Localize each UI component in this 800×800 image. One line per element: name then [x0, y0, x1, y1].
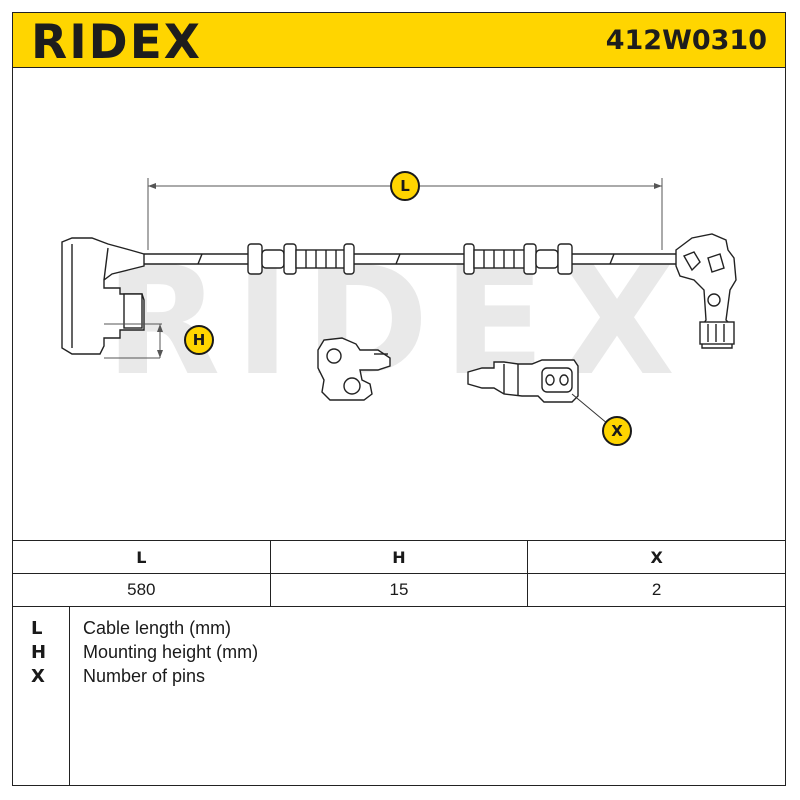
connector-detail	[467, 359, 609, 425]
value-h: 15	[269, 573, 529, 607]
legend-symbol: X	[31, 666, 45, 687]
dimensions-header-row: L H X	[12, 540, 786, 574]
dimensions-table: L H X 580 15 2	[12, 540, 786, 607]
legend-item: H Mounting height (mm)	[13, 642, 785, 666]
sensor-head-detail	[317, 337, 391, 401]
legend-symbol: L	[31, 618, 43, 639]
part-number: 412W0310	[605, 25, 767, 56]
brand-logo: RIDEX	[31, 15, 203, 70]
right-connector	[675, 233, 737, 349]
legend-text: Mounting height (mm)	[83, 642, 259, 662]
value-x: 2	[527, 573, 786, 607]
sensor-drawing: RIDEX	[61, 178, 737, 425]
legend-text: Number of pins	[83, 666, 206, 686]
technical-drawing: RIDEX	[12, 68, 786, 540]
legend-symbol: H	[31, 642, 47, 663]
callout-l: L	[390, 171, 420, 201]
header-x: X	[527, 540, 786, 574]
cable-clip-right	[463, 243, 573, 275]
cable-clip-left	[247, 243, 355, 275]
header-l: L	[12, 540, 271, 574]
legend-divider	[69, 606, 70, 785]
value-l: 580	[12, 573, 271, 607]
callout-x: X	[602, 416, 632, 446]
dimensions-value-row: 580 15 2	[12, 573, 786, 607]
legend-item: L Cable length (mm)	[13, 618, 785, 642]
callout-h: H	[184, 325, 214, 355]
legend-item: X Number of pins	[13, 666, 785, 690]
legend-panel: L Cable length (mm) H Mounting height (m…	[12, 606, 786, 786]
left-sensor-head	[61, 237, 163, 359]
title-bar: RIDEX 412W0310	[12, 12, 786, 70]
legend-text: Cable length (mm)	[83, 618, 232, 638]
header-h: H	[269, 540, 529, 574]
